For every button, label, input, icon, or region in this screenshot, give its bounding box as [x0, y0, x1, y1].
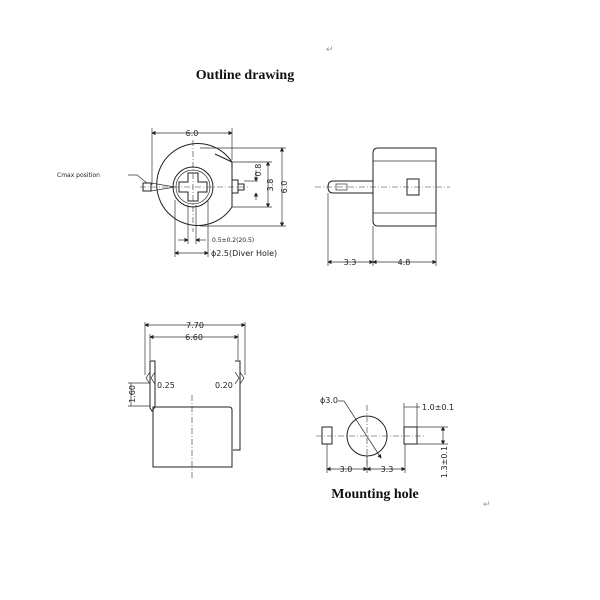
- dim-right-pitch: 3.3: [381, 465, 394, 474]
- dim-left-pitch: 3.0: [340, 465, 353, 474]
- dim-body: 4.8: [398, 258, 411, 267]
- bottom-view: 7.70 6.60 1.60 0.25 0.20: [128, 321, 246, 480]
- dim-pad-height: 1.3±0.1: [440, 446, 449, 478]
- dim-pin-height: 1.60: [128, 385, 137, 403]
- dim-inner: 6.60: [185, 333, 203, 342]
- dim-front-height: 6.0: [280, 181, 289, 194]
- dim-front-width: 6.0: [186, 129, 199, 138]
- dim-hole-diameter: ϕ3.0: [320, 396, 338, 405]
- dim-pad-width: 1.0±0.1: [422, 403, 454, 412]
- outline-drawing-title: Outline drawing: [196, 68, 294, 83]
- dim-slot: 0.5±0.2(20.5): [212, 237, 254, 244]
- mounting-hole-title: Mounting hole: [331, 487, 419, 502]
- dim-0-8: 0.8: [254, 164, 263, 177]
- front-view: 6.0 6.0 3.8 0.8 Cmax position 0.5±0.2(20…: [57, 128, 289, 258]
- cmax-position-label: Cmax position: [57, 172, 100, 179]
- dim-outer: 7.70: [186, 321, 204, 330]
- side-view: 3.3 4.8: [315, 147, 450, 267]
- paragraph-mark: ↵: [326, 45, 334, 55]
- dim-right-pin: 0.20: [215, 381, 233, 390]
- dim-left-pin: 0.25: [157, 381, 175, 390]
- dim-shaft: 3.3: [344, 258, 357, 267]
- mounting-hole-view: ϕ3.0 3.0 3.3 1.0±0.1 1.3±0.1 Mounting ho…: [316, 396, 454, 502]
- paragraph-mark: ↵: [483, 500, 491, 510]
- dim-driver-hole: ϕ2.5(Diver Hole): [211, 249, 277, 258]
- dim-3-8: 3.8: [266, 179, 275, 192]
